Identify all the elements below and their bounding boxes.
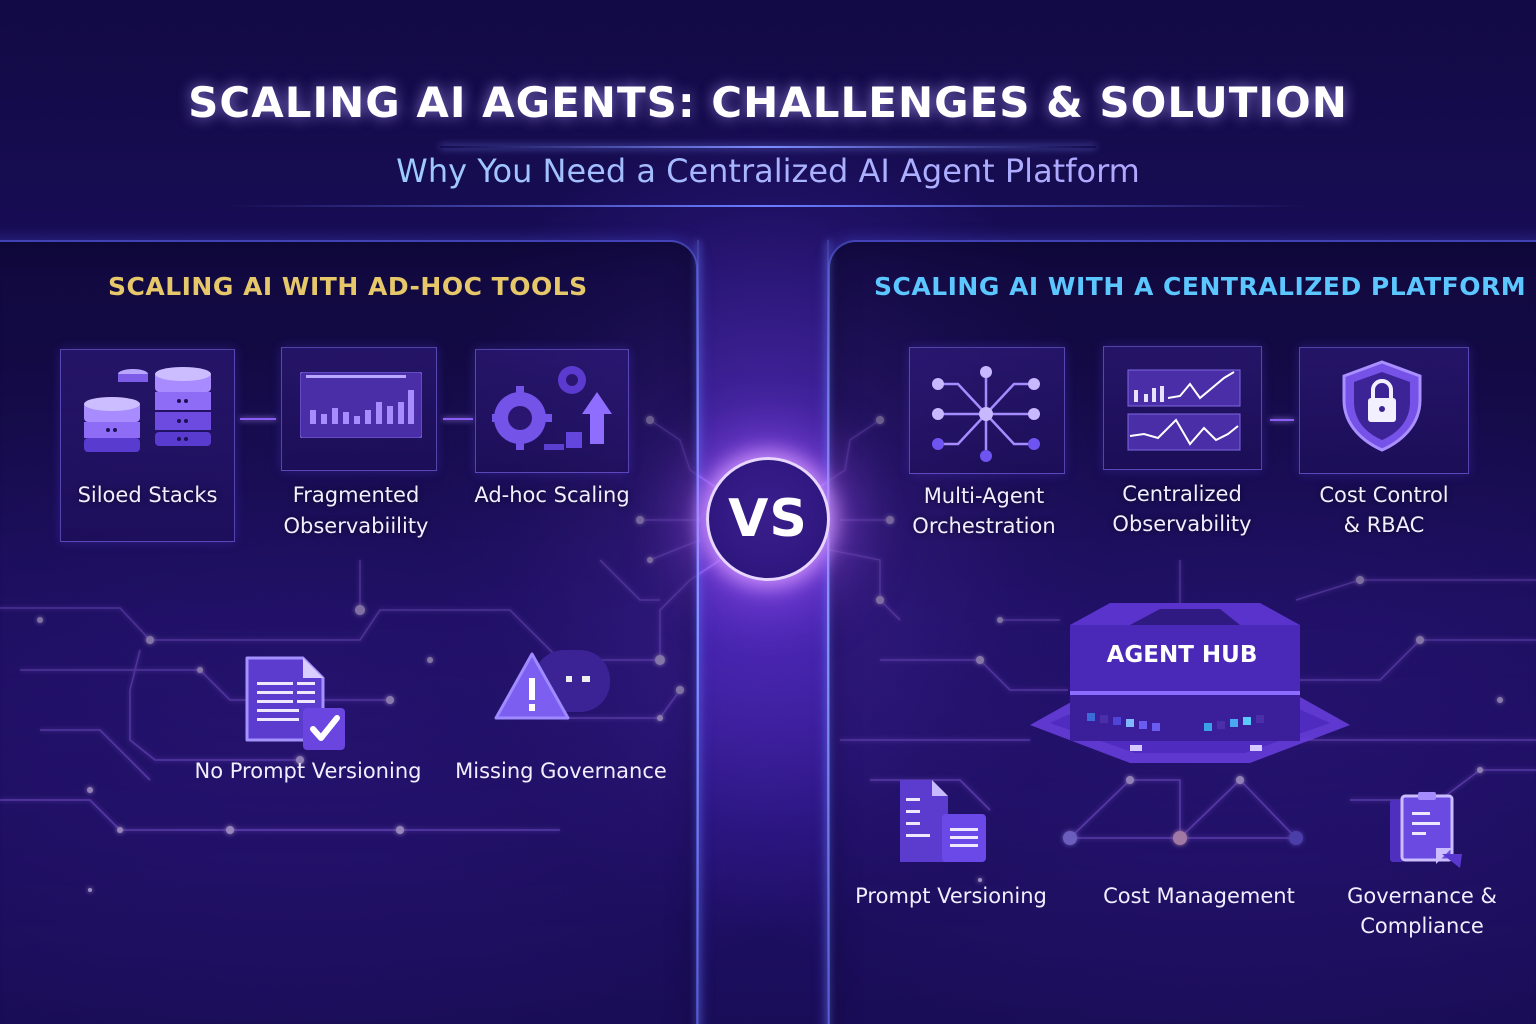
- label-siloed-stacks: Siloed Stacks: [77, 483, 218, 507]
- label-cost-control-line2: & RBAC: [1343, 513, 1425, 537]
- network-hub-icon: [932, 366, 1040, 462]
- gears-arrow-up-icon: [492, 366, 612, 450]
- subtitle-divider: [230, 205, 1306, 207]
- label-cost-management: Cost Management: [1103, 884, 1295, 908]
- agent-hub-label: AGENT HUB: [1106, 642, 1258, 668]
- page-title: SCALING AI AGENTS: CHALLENGES & SOLUTION: [188, 78, 1348, 127]
- label-centralized-obs-line2: Observability: [1112, 512, 1252, 536]
- label-fragmented-line1: Fragmented: [292, 483, 420, 507]
- title-divider: [440, 146, 1096, 148]
- adhoc-panel-heading: SCALING AI WITH AD-HOC TOOLS: [108, 272, 588, 301]
- label-governance-line1: Governance &: [1347, 884, 1497, 908]
- label-no-prompt-versioning: No Prompt Versioning: [194, 759, 422, 783]
- shield-lock-icon: [1342, 360, 1422, 452]
- label-multi-agent-line2: Orchestration: [912, 514, 1056, 538]
- vs-badge: VS: [706, 457, 830, 581]
- center-divider-right: [827, 240, 829, 1024]
- card-connector: [443, 418, 473, 420]
- label-cost-control-line1: Cost Control: [1319, 483, 1449, 507]
- label-adhoc-scaling: Ad-hoc Scaling: [474, 483, 630, 507]
- agent-hub-box-icon: [1030, 603, 1350, 763]
- warning-triangle-icon: [494, 650, 610, 720]
- database-stack-icon: [84, 367, 211, 452]
- label-centralized-obs-line1: Centralized: [1122, 482, 1242, 506]
- centralized-panel-heading: SCALING AI WITH A CENTRALIZED PLATFORM: [874, 272, 1527, 301]
- label-fragmented-line2: Observabiility: [283, 514, 429, 538]
- documents-icon: [900, 780, 986, 862]
- card-connector: [1270, 419, 1294, 421]
- page-subtitle: Why You Need a Centralized AI Agent Plat…: [0, 152, 1536, 190]
- label-governance-line2: Compliance: [1360, 914, 1484, 938]
- card-connector: [240, 418, 276, 420]
- label-prompt-versioning: Prompt Versioning: [855, 884, 1047, 908]
- document-check-icon: [245, 656, 345, 750]
- bar-chart-dashboard-icon: [300, 372, 422, 438]
- label-multi-agent-line1: Multi-Agent: [923, 484, 1045, 508]
- clipboard-icon: [1390, 792, 1462, 868]
- label-missing-governance: Missing Governance: [455, 759, 667, 783]
- center-divider-left: [697, 240, 699, 1024]
- line-chart-dashboard-icon: [1127, 369, 1241, 451]
